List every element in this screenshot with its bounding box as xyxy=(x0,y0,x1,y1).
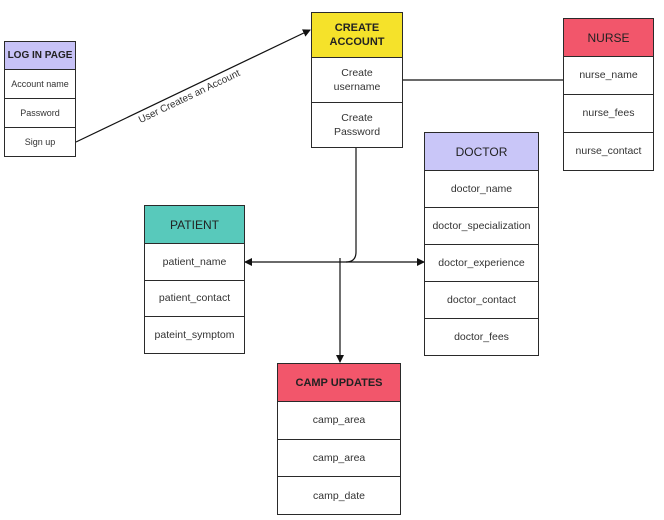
patient-field-contact: patient_contact xyxy=(145,281,244,318)
nurse-header: NURSE xyxy=(564,19,653,57)
nurse-entity: NURSE nurse_name nurse_fees nurse_contac… xyxy=(563,18,654,171)
patient-entity: PATIENT patient_name patient_contact pat… xyxy=(144,205,245,354)
login-header: LOG IN PAGE xyxy=(5,42,75,70)
create-account-header: CREATE ACCOUNT xyxy=(312,13,402,58)
nurse-field-contact: nurse_contact xyxy=(575,145,642,158)
camp-updates-entity: CAMP UPDATES camp_area camp_area camp_da… xyxy=(277,363,401,515)
doctor-field-specialization: doctor_specialization xyxy=(425,208,538,245)
login-field-account-name: Account name xyxy=(5,70,75,99)
login-field-password: Password xyxy=(5,99,75,128)
doctor-field-name: doctor_name xyxy=(425,171,538,208)
login-field-sign-up: Sign up xyxy=(24,136,56,147)
doctor-field-contact: doctor_contact xyxy=(425,282,538,319)
patient-field-name: patient_name xyxy=(145,244,244,281)
create-password-field: Create Password xyxy=(333,111,381,138)
camp-field-area-1: camp_area xyxy=(278,402,400,440)
create-account-entity: CREATE ACCOUNT Create username Create Pa… xyxy=(311,12,403,148)
nurse-field-name: nurse_name xyxy=(564,57,653,95)
patient-field-symptom: pateint_symptom xyxy=(154,329,235,342)
create-username-field: Create username xyxy=(312,58,402,103)
nurse-field-fees: nurse_fees xyxy=(564,95,653,133)
create-to-hub-line xyxy=(322,148,357,263)
camp-updates-header: CAMP UPDATES xyxy=(278,364,400,402)
doctor-entity: DOCTOR doctor_name doctor_specialization… xyxy=(424,132,539,356)
doctor-header: DOCTOR xyxy=(425,133,538,171)
camp-field-date: camp_date xyxy=(313,489,365,502)
camp-field-area-2: camp_area xyxy=(278,440,400,478)
patient-header: PATIENT xyxy=(145,206,244,244)
signup-to-create-arrow xyxy=(75,29,311,143)
doctor-field-experience: doctor_experience xyxy=(425,245,538,282)
login-entity: LOG IN PAGE Account name Password Sign u… xyxy=(4,41,76,157)
doctor-field-fees: doctor_fees xyxy=(454,330,509,343)
